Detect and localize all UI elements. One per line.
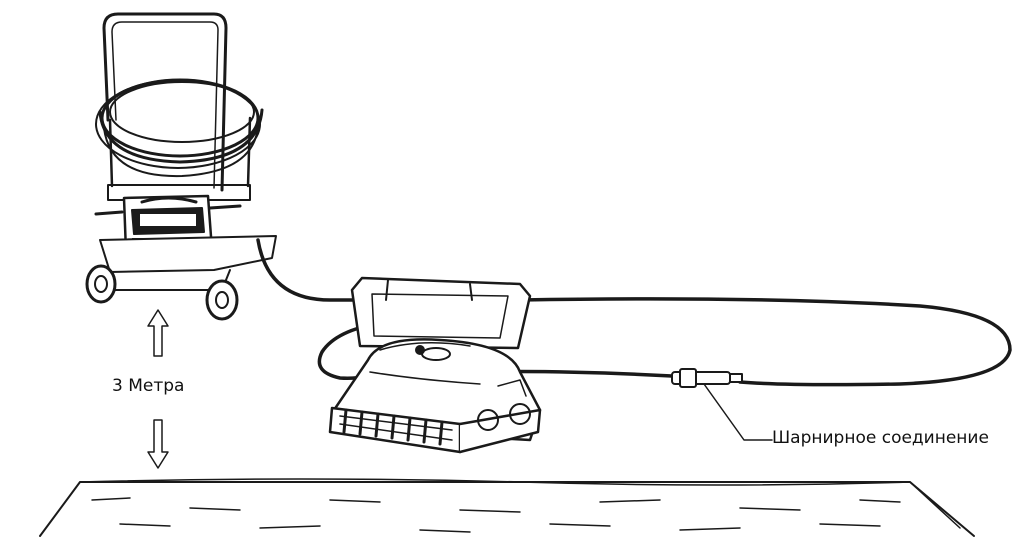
robot-cleaner: [328, 276, 542, 454]
distance-arrow-down: [147, 419, 169, 469]
caddy-cart: [85, 12, 277, 321]
pool-edge: [39, 481, 975, 537]
cart-wheel-left: [85, 264, 117, 304]
pool-water: [39, 478, 975, 537]
swivel-leader-line: [703, 383, 773, 441]
power-cable: [256, 238, 1012, 387]
swivel-connector-label: Шарнирное соединение: [772, 428, 989, 448]
cart-wheel-right: [205, 279, 239, 321]
distance-arrow-up: [147, 309, 169, 357]
swivel-connector: [671, 368, 743, 388]
distance-label: 3 Метра: [112, 376, 185, 396]
